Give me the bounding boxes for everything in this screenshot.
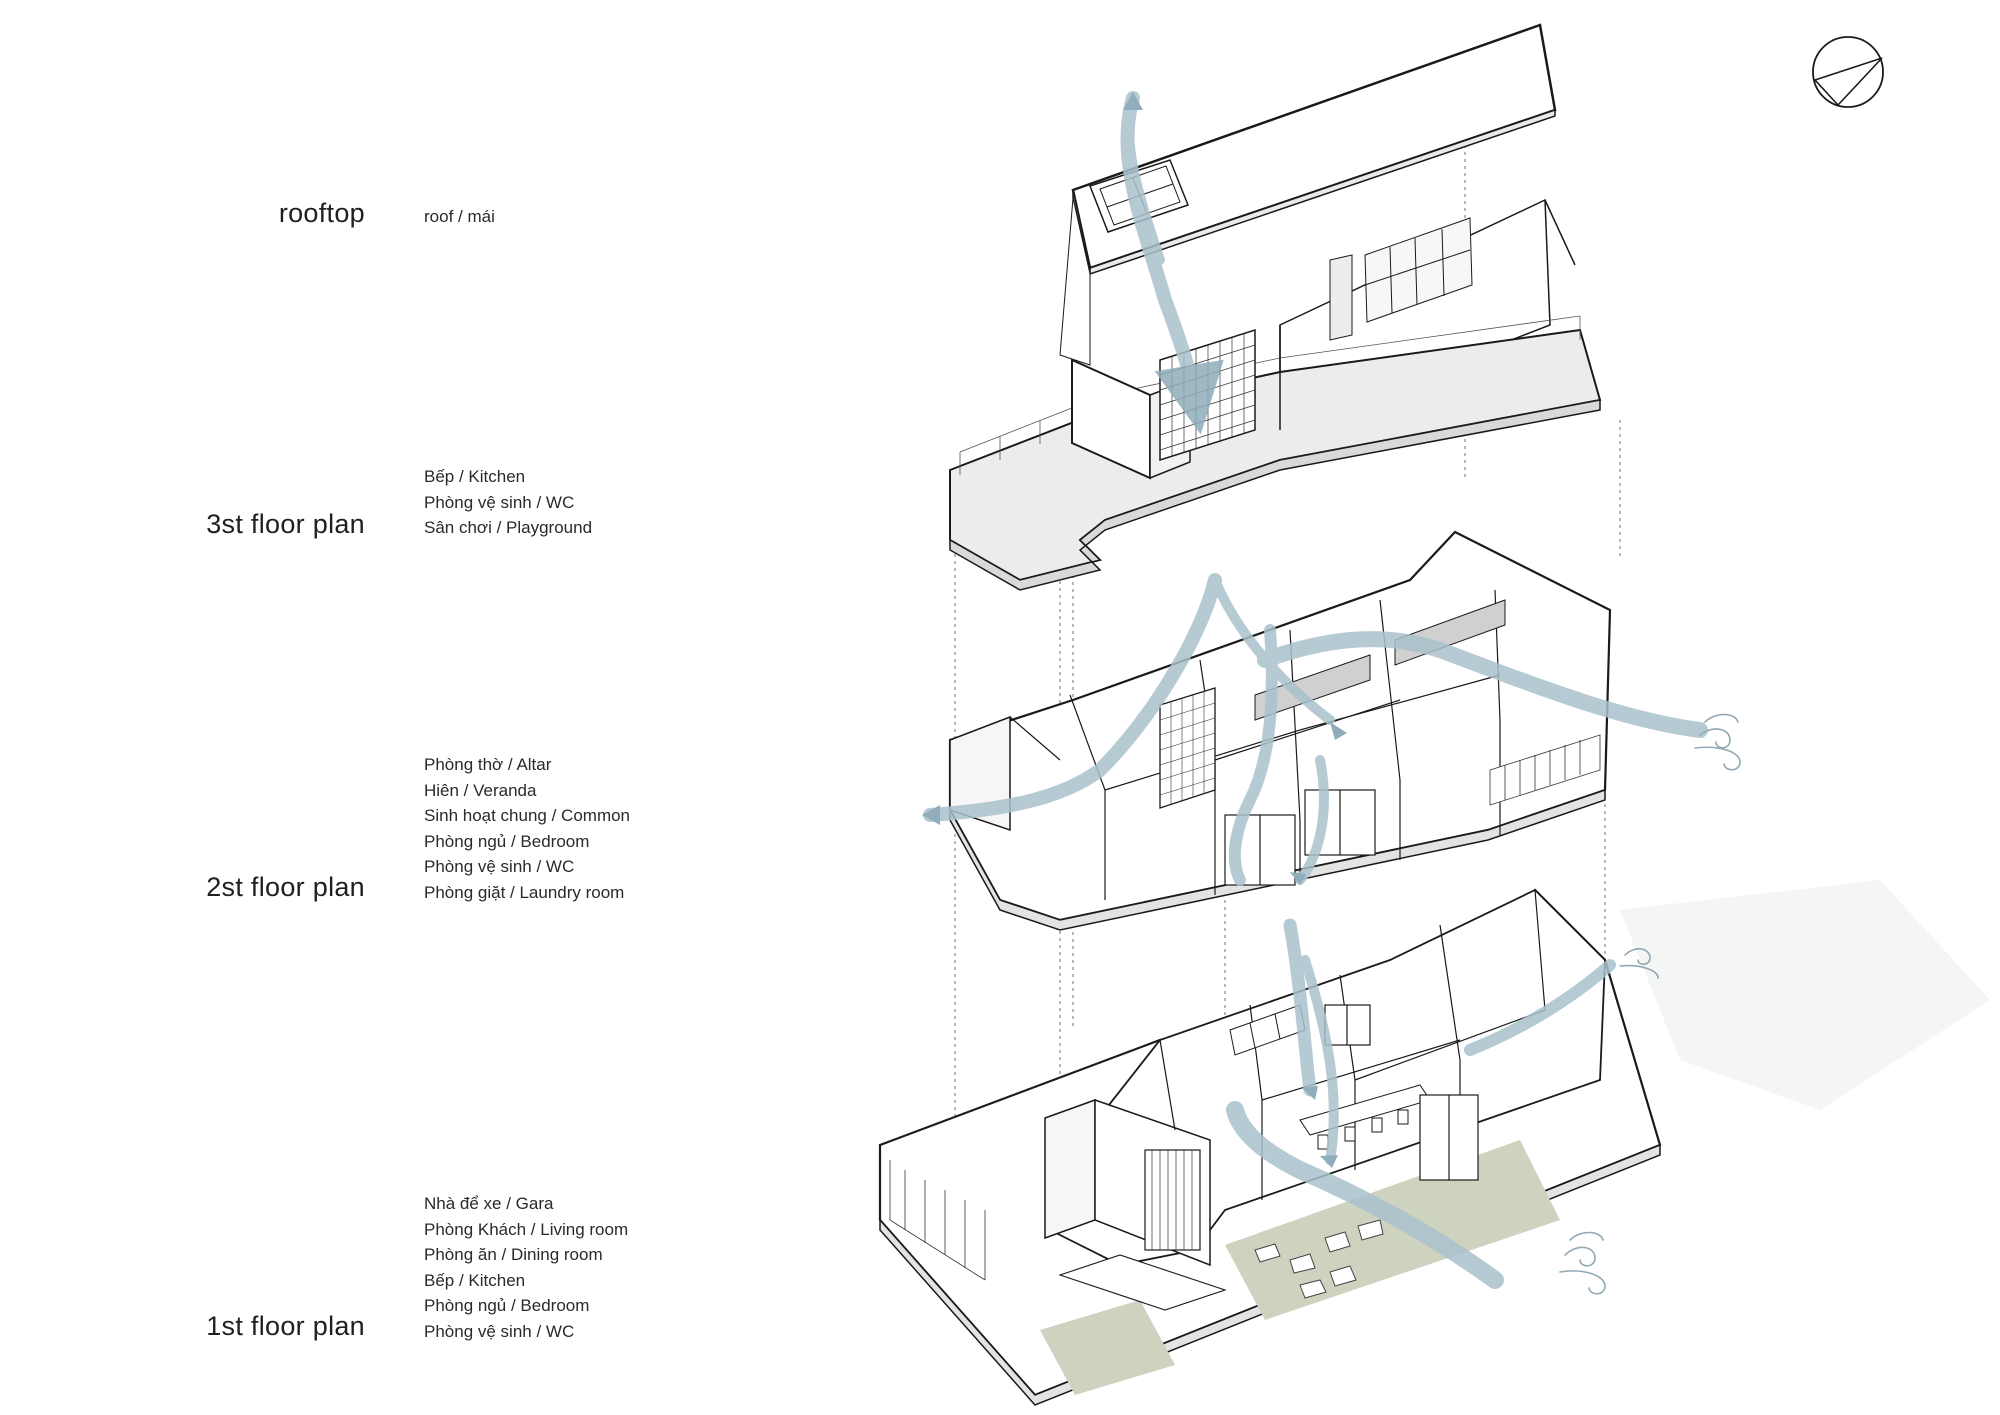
north-arrow-icon [1812,36,1884,108]
room-list-2nd-floor: Phòng thờ / Altar Hiên / Veranda Sinh ho… [424,752,630,905]
wind-swirl-icon [1559,1231,1606,1295]
room-label: Sân chơi / Playground [424,518,593,537]
first-floor-glass-doors [1324,1004,1479,1181]
garden-fence [889,1160,986,1281]
room-label: Phòng Khách / Living room [424,1219,629,1239]
wind-arrowheads [922,92,1347,1168]
room-label: Phòng thờ / Altar [424,755,552,774]
wind-flows [923,91,1708,1289]
room-label: Nhà để xe / Gara [424,1194,554,1213]
room-list-rooftop: roof / mái [424,204,495,230]
stepping-stones [1254,1219,1384,1299]
room-label: Phòng vệ sinh / WC [424,857,575,876]
veranda-railing [1489,734,1601,806]
room-list-1st-floor: Nhà để xe / Gara Phòng Khách / Living ro… [424,1191,628,1344]
wind-swirl-icon [1619,948,1659,979]
room-label: Bếp / Kitchen [424,467,526,486]
room-label: roof / mái [424,207,495,226]
room-label: Phòng vệ sinh / WC [424,1321,575,1341]
room-label: Phòng giặt / Laundry room [424,882,625,902]
second-floor [948,530,1612,931]
lawn-front [1040,1300,1175,1395]
third-floor [949,197,1602,591]
room-label: Phòng ăn / Dining room [424,1245,603,1264]
room-label: Phòng ngủ / Bedroom [424,1296,590,1315]
ground-shadow [1620,880,1990,1110]
driveway [1058,1254,1227,1311]
floor-title-rooftop: rooftop [278,198,365,228]
stair-breeze-block [1159,687,1216,809]
lawn-side [1225,1140,1560,1320]
kitchen-cabinets [1364,217,1473,323]
floor-title-2nd-floor: 2st floor plan [206,872,365,902]
room-label: Sinh hoạt chung / Common [424,806,631,825]
room-label: Phòng ngủ / Bedroom [424,831,590,851]
floor-title-3rd-floor: 3st floor plan [206,509,365,539]
room-label: Phòng vệ sinh / WC [424,492,575,512]
room-label: Bếp / Kitchen [424,1270,526,1290]
room-list-3rd-floor: Bếp / Kitchen Phòng vệ sinh / WC Sân chơ… [424,464,592,541]
room-label: Hiên / Veranda [424,780,537,800]
floor-title-1st-floor: 1st floor plan [206,1311,365,1341]
wind-swirl-icon [1694,713,1741,771]
garage-volume [1044,1098,1211,1267]
